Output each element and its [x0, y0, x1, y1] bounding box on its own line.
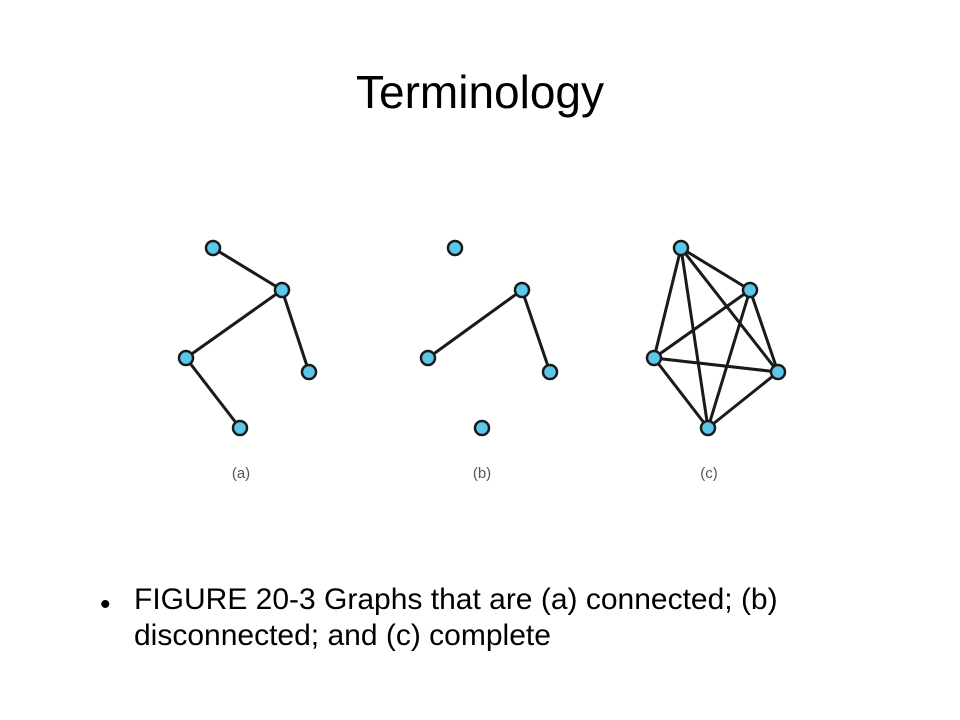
vertex	[699, 419, 717, 437]
vertex	[473, 419, 491, 437]
vertex	[204, 239, 222, 257]
graph-a	[177, 239, 318, 437]
figure-caption: FIGURE 20-3 Graphs that are (a) connecte…	[134, 583, 778, 652]
panel-label-b: (b)	[473, 465, 491, 482]
vertex	[741, 281, 759, 299]
vertex	[645, 349, 663, 367]
edge	[653, 356, 779, 374]
edge	[679, 247, 710, 429]
edge	[653, 288, 751, 360]
graph-c	[645, 239, 787, 437]
edge	[680, 246, 751, 292]
vertex	[672, 239, 690, 257]
panel-label-c: (c)	[700, 465, 718, 482]
edge	[748, 289, 780, 373]
edge	[652, 357, 710, 429]
vertex	[446, 239, 464, 257]
bullet-marker: •	[100, 588, 111, 621]
vertex	[513, 281, 531, 299]
graph-b	[419, 239, 559, 437]
vertex	[769, 363, 787, 381]
edge	[427, 288, 523, 360]
edge	[707, 370, 779, 430]
edge	[184, 357, 242, 429]
vertex	[541, 363, 559, 381]
vertex	[177, 349, 195, 367]
panel-label-a: (a)	[232, 465, 250, 482]
edge	[520, 289, 552, 373]
edge	[679, 247, 780, 373]
vertex	[273, 281, 291, 299]
vertex	[300, 363, 318, 381]
edge	[652, 247, 683, 359]
edge	[280, 289, 311, 373]
vertex	[419, 349, 437, 367]
edge	[212, 246, 283, 292]
edge	[706, 289, 752, 429]
slide-title: Terminology	[356, 66, 604, 118]
vertex	[231, 419, 249, 437]
edge	[185, 288, 283, 360]
